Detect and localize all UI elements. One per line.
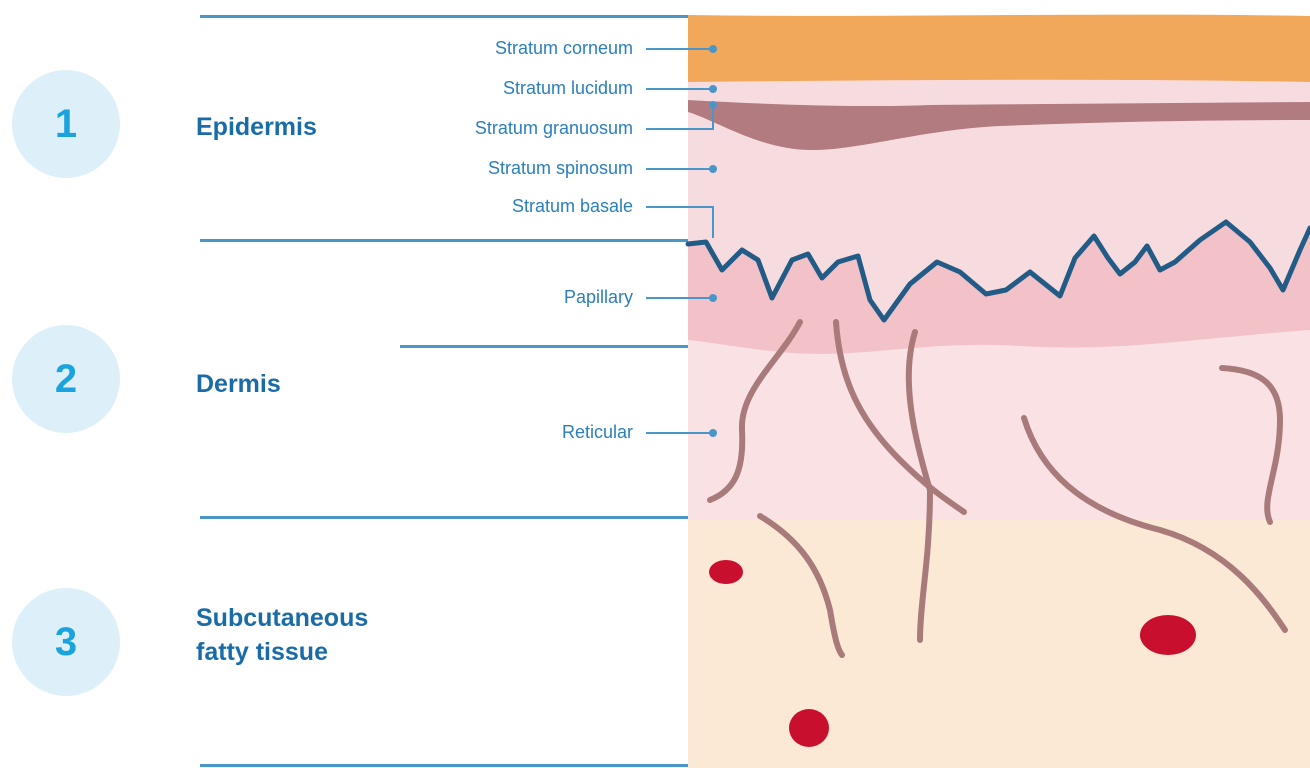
dot-spinosum xyxy=(709,165,717,173)
dot-lucidum xyxy=(709,85,717,93)
reticular-dermis-layer xyxy=(688,330,1310,520)
subcutaneous-layer xyxy=(688,500,1310,768)
dot-granulosum xyxy=(709,101,717,109)
fat-cell-2 xyxy=(1140,615,1196,655)
stratum-corneum-layer xyxy=(688,15,1310,82)
fat-cell-1 xyxy=(709,560,743,584)
dot-corneum xyxy=(709,45,717,53)
fat-cell-3 xyxy=(789,709,829,747)
dot-papillary xyxy=(709,294,717,302)
skin-layers xyxy=(688,15,1310,768)
dot-reticular xyxy=(709,429,717,437)
